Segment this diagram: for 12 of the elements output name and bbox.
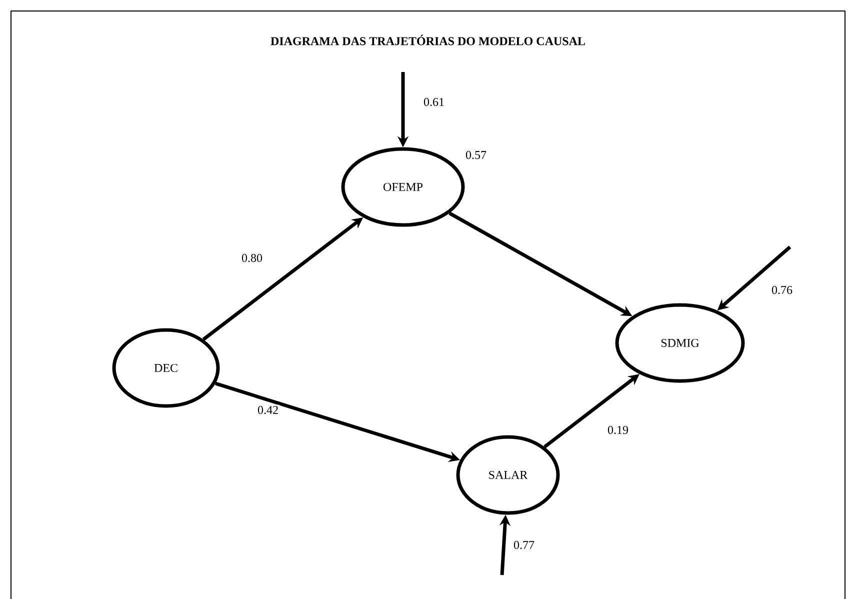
- edge-label: 0.80: [240, 252, 264, 264]
- title: DIAGRAMA DAS TRAJETÓRIAS DO MODELO CAUSAL: [270, 34, 585, 46]
- edge-label: 0.77: [512, 540, 536, 550]
- edge-label: 0.57: [464, 150, 488, 160]
- ellipse-node: SDMIG: [615, 303, 745, 383]
- ellipse-node: DEC: [112, 328, 220, 408]
- edge-label: 0.61: [422, 96, 446, 108]
- ellipse-node: SALAR: [456, 435, 560, 515]
- ellipse-node: OFEMP: [341, 147, 465, 227]
- edge-label: 0.19: [606, 424, 630, 436]
- edge-label: 0.76: [770, 284, 794, 296]
- edge-label: 0.42: [256, 404, 280, 416]
